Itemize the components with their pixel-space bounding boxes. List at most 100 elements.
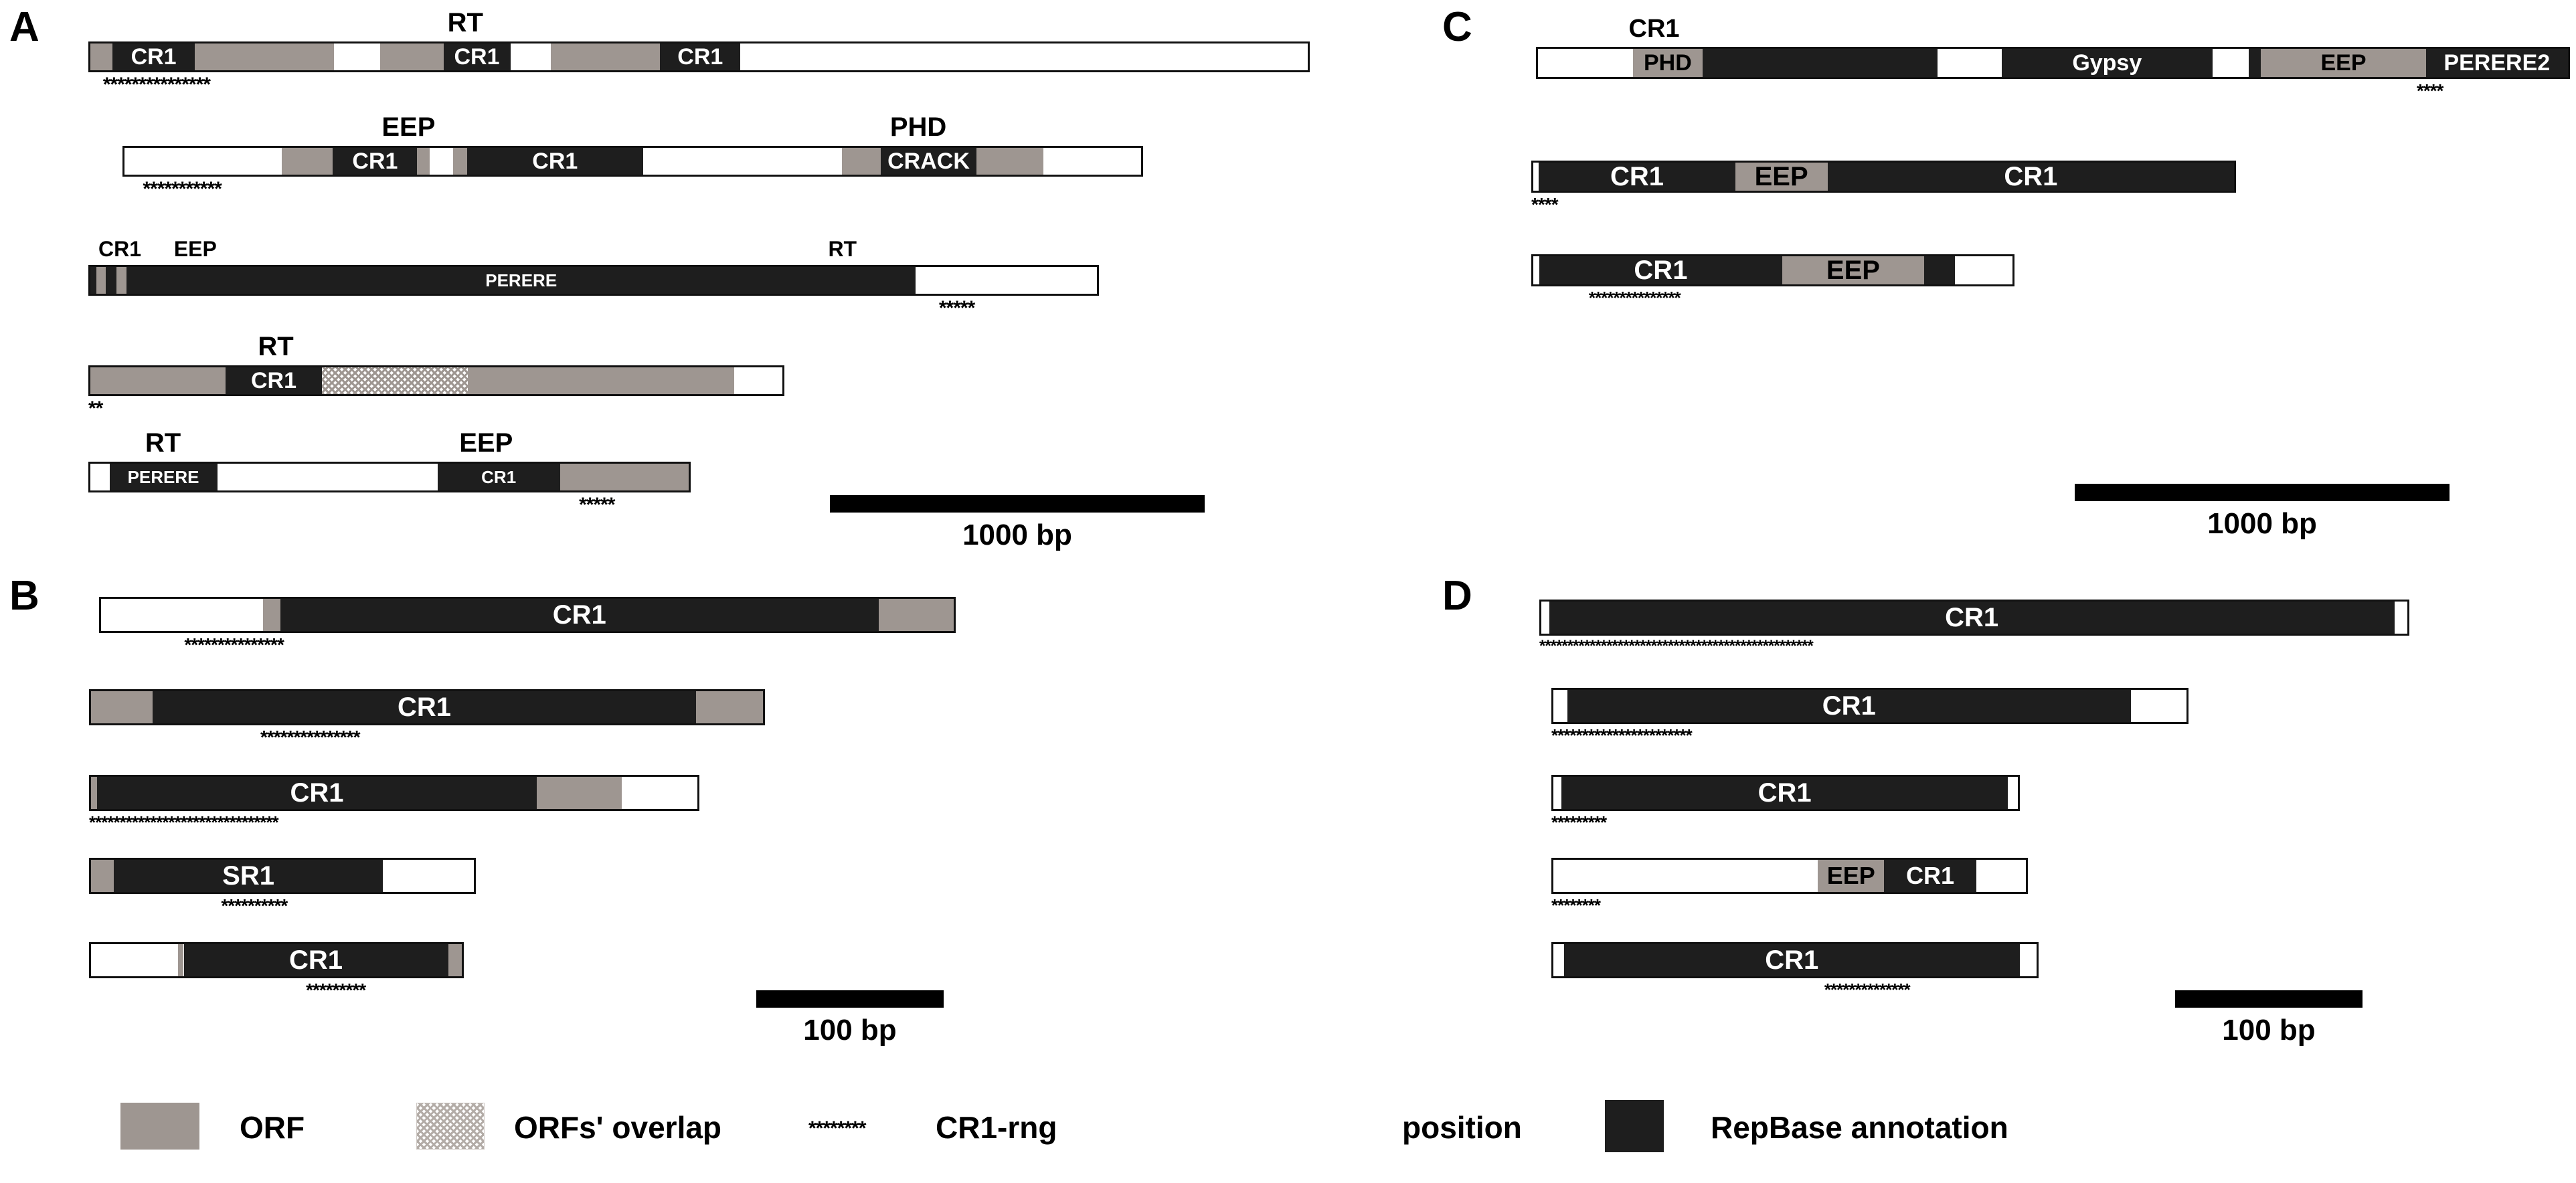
element-track: PERERE CR1 [88, 462, 691, 492]
element-track-inner: PERERE [90, 267, 1097, 294]
element-segment-black: CR1 [660, 43, 741, 70]
element-track-inner: CR1 [91, 691, 763, 723]
element-segment-black: SR1 [114, 860, 383, 892]
segment-label: CR1 [532, 149, 578, 174]
segment-label: CR1 [397, 693, 451, 722]
cr1-rng-star-marks: *********** [143, 178, 222, 200]
segment-label: CR1 [481, 467, 517, 487]
scale-bar-d [2175, 990, 2363, 1008]
element-segment-black [1703, 49, 1938, 77]
element-track: CR1 [89, 942, 464, 978]
cr1-rng-star-marks: ******** [1551, 895, 1601, 915]
domain-label: EEP [459, 428, 513, 458]
element-segment-gray [976, 148, 1044, 175]
scale-bar-a [830, 495, 1205, 513]
element-segment-white [734, 367, 782, 394]
element-segment-white [1553, 860, 1818, 892]
element-track-inner: CR1 [91, 944, 462, 976]
element-segment-white [1553, 777, 1562, 809]
element-track: CR1 [1551, 775, 2020, 811]
element-segment-white [1938, 49, 2002, 77]
element-segment-white [642, 148, 843, 175]
element-segment-gray [560, 464, 689, 490]
domain-label: EEP [173, 237, 217, 261]
element-track: PERERE [88, 265, 1099, 296]
element-segment-black: CR1 [333, 148, 418, 175]
legend-label-orf: ORF [240, 1110, 305, 1145]
segment-label: CR1 [552, 600, 606, 630]
element-segment-gray [379, 43, 444, 70]
legend-swatch-orf-overlap [416, 1103, 485, 1150]
domain-label: PHD [889, 112, 947, 142]
element-segment-black: CR1 [183, 944, 448, 976]
scale-bar-c [2075, 484, 2450, 501]
element-track-inner: CR1 [101, 599, 954, 631]
element-segment-white [1043, 148, 1141, 175]
domain-label: RT [258, 332, 294, 361]
element-segment-black: CR1 [443, 43, 511, 70]
element-segment-white [1533, 256, 1539, 284]
scale-bar-b [756, 990, 944, 1008]
element-segment-white [1955, 256, 2012, 284]
cr1-rng-star-marks: ******************************* [89, 812, 279, 832]
element-segment-hatch [322, 367, 468, 394]
element-segment-black: CR1 [97, 777, 537, 809]
element-segment-gray [91, 691, 153, 723]
element-track-inner: SR1 [91, 860, 474, 892]
segment-label: CR1 [454, 44, 500, 70]
segment-label: CR1 [677, 44, 723, 70]
element-track: CR1 [89, 689, 765, 725]
segment-label: CR1 [1610, 162, 1664, 191]
domain-label: RT [828, 237, 857, 261]
element-segment-white [2019, 944, 2037, 976]
element-segment-gray [91, 860, 114, 892]
segment-label: PERERE [127, 467, 199, 487]
element-segment-white [1553, 690, 1567, 722]
segment-label: EEP [1826, 862, 1875, 889]
element-segment-gray [116, 267, 127, 294]
element-segment-white [91, 944, 179, 976]
segment-label: CR1 [1945, 603, 1999, 632]
element-track-inner: CR1 CR1 CR1 [90, 43, 1308, 70]
segment-label: PHD [1644, 50, 1692, 76]
element-segment-white [1976, 860, 2026, 892]
panel-letter-b: B [9, 573, 39, 619]
element-segment-gray [536, 777, 622, 809]
cr1-rng-star-marks: ***** [938, 297, 975, 319]
segment-label: EEP [1754, 162, 1808, 191]
element-track-inner: CR1 [1553, 777, 2018, 809]
element-track: CR1 [1539, 600, 2409, 636]
segment-label: PERERE2 [2443, 50, 2551, 76]
element-segment-black: CR1 [1884, 860, 1976, 892]
legend-swatch-repbase [1605, 1100, 1664, 1152]
cr1-rng-star-marks: **** [2416, 80, 2444, 101]
element-track: CR1 CR1 CR1 [88, 41, 1310, 72]
segment-label: CR1 [250, 368, 297, 393]
scale-label-d: 100 bp [2222, 1014, 2316, 1046]
element-segment-gray [452, 148, 467, 175]
element-track-inner: PERERE CR1 [90, 464, 689, 490]
element-segment-gray [282, 148, 333, 175]
legend-label-repbase: RepBase annotation [1711, 1110, 2008, 1145]
element-segment-white [101, 599, 264, 631]
element-segment-gray [417, 148, 430, 175]
domain-label: RT [447, 8, 483, 37]
domain-label: EEP [381, 112, 436, 142]
element-segment-black: CR1 [466, 148, 643, 175]
segment-label: SR1 [222, 861, 274, 891]
element-segment-white [333, 43, 380, 70]
legend-label-orf-overlap: ORFs' overlap [514, 1110, 722, 1145]
segment-label: CR1 [131, 44, 177, 70]
element-segment-black: PERERE [109, 464, 218, 490]
element-segment-white [217, 464, 438, 490]
element-segment-white [510, 43, 551, 70]
element-segment-black [90, 267, 97, 294]
domain-label: RT [145, 428, 181, 458]
panel-letter-c: C [1442, 4, 1472, 50]
element-segment-gray: EEP [2261, 49, 2426, 77]
element-segment-gray [448, 944, 462, 976]
